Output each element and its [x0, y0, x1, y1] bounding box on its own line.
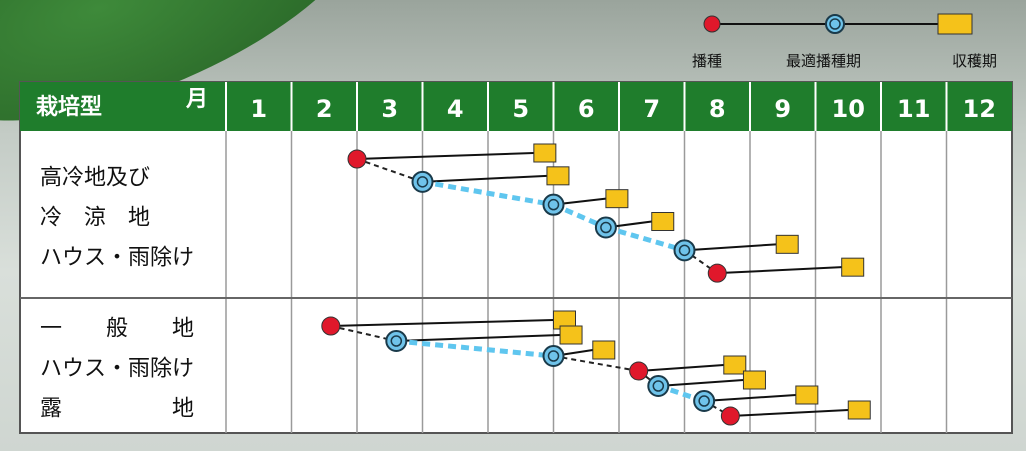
- sowing-marker: [629, 361, 649, 381]
- optimal-sowing-marker: [673, 239, 696, 262]
- optimal-sowing-marker-inner: [547, 350, 560, 362]
- schedule-line: [396, 334, 561, 342]
- optimal-sowing-marker-inner: [416, 176, 429, 188]
- month-label: 9: [774, 95, 791, 123]
- month-label: 1: [250, 95, 267, 123]
- schedule-line: [717, 266, 842, 275]
- month-label: 6: [578, 95, 595, 123]
- optimal-sowing-marker: [542, 345, 565, 367]
- schedule-line: [422, 174, 547, 183]
- section-label-line: 高冷地及び: [40, 166, 150, 191]
- month-header: 月: [185, 87, 208, 112]
- harvest-marker: [841, 257, 865, 277]
- sowing-marker: [707, 263, 727, 283]
- type-header: 栽培型: [36, 94, 102, 120]
- month-label: 5: [512, 95, 529, 123]
- header-band: [20, 82, 1012, 131]
- section-label-line: 一 般 地: [40, 317, 194, 342]
- harvest-marker: [592, 340, 616, 360]
- legend-optimal-label: 最適播種期: [786, 52, 862, 70]
- sowing-marker: [720, 406, 740, 426]
- month-label: 8: [709, 95, 726, 123]
- harvest-marker: [546, 166, 570, 186]
- optimal-sowing-marker-inner: [547, 198, 560, 211]
- section-label-line: 冷 涼 地: [40, 206, 150, 231]
- legend: 播種 最適播種期 収穫期: [690, 8, 1020, 72]
- month-label: 11: [897, 95, 930, 123]
- schedule-line: [684, 243, 777, 252]
- schedule-line: [330, 319, 554, 327]
- schedule-line: [704, 394, 796, 402]
- harvest-marker: [605, 189, 629, 209]
- harvest-marker: [533, 143, 557, 163]
- schedule-table: [19, 81, 1013, 434]
- sowing-marker: [347, 149, 367, 169]
- optimal-sowing-marker-inner: [678, 244, 691, 257]
- optimal-sowing-marker-inner: [652, 380, 665, 392]
- optimal-sowing-marker: [594, 216, 617, 239]
- optimal-sowing-marker-inner: [390, 335, 403, 347]
- sowing-link: [422, 179, 554, 208]
- legend-harvest-marker: [937, 13, 973, 35]
- harvest-marker: [559, 325, 583, 345]
- schedule-line: [658, 379, 744, 387]
- optimal-sowing-marker: [542, 193, 565, 216]
- optimal-sowing-marker: [647, 375, 670, 397]
- legend-sowing-label: 播種: [692, 52, 723, 70]
- harvest-marker: [742, 370, 766, 390]
- sowing-link: [330, 325, 397, 342]
- month-label: 3: [381, 95, 398, 123]
- harvest-marker: [847, 400, 871, 420]
- sowing-link: [683, 249, 718, 274]
- sowing-marker: [321, 316, 341, 336]
- sowing-link: [356, 158, 423, 183]
- harvest-marker: [723, 355, 747, 375]
- harvest-marker: [775, 234, 799, 254]
- sowing-link: [605, 225, 686, 253]
- legend-sowing-marker: [703, 15, 721, 33]
- schedule-line: [356, 152, 534, 160]
- month-label: 10: [832, 95, 865, 123]
- optimal-sowing-marker: [411, 170, 434, 193]
- optimal-sowing-marker-inner: [698, 395, 710, 407]
- section-label-line: 露 地: [40, 397, 194, 422]
- month-label: 4: [447, 95, 464, 123]
- legend-optimal-marker: [825, 14, 845, 34]
- optimal-sowing-marker: [693, 390, 716, 412]
- optimal-sowing-marker-inner: [600, 221, 612, 234]
- sowing-link: [396, 338, 554, 359]
- month-label: 12: [963, 95, 996, 123]
- month-label: 2: [316, 95, 333, 123]
- month-label: 7: [643, 95, 660, 123]
- schedule-line: [638, 364, 724, 372]
- section-label-line: ハウス・雨除け: [40, 357, 194, 382]
- legend-harvest-label: 収穫期: [952, 52, 998, 70]
- optimal-sowing-marker: [385, 330, 408, 352]
- harvest-marker: [651, 212, 675, 231]
- schedule-line: [730, 409, 849, 417]
- section-label-line: ハウス・雨除け: [40, 246, 194, 271]
- harvest-marker: [795, 385, 819, 405]
- sowing-link: [553, 355, 639, 372]
- sowing-link: [552, 202, 607, 230]
- legend-symbols: [703, 13, 973, 35]
